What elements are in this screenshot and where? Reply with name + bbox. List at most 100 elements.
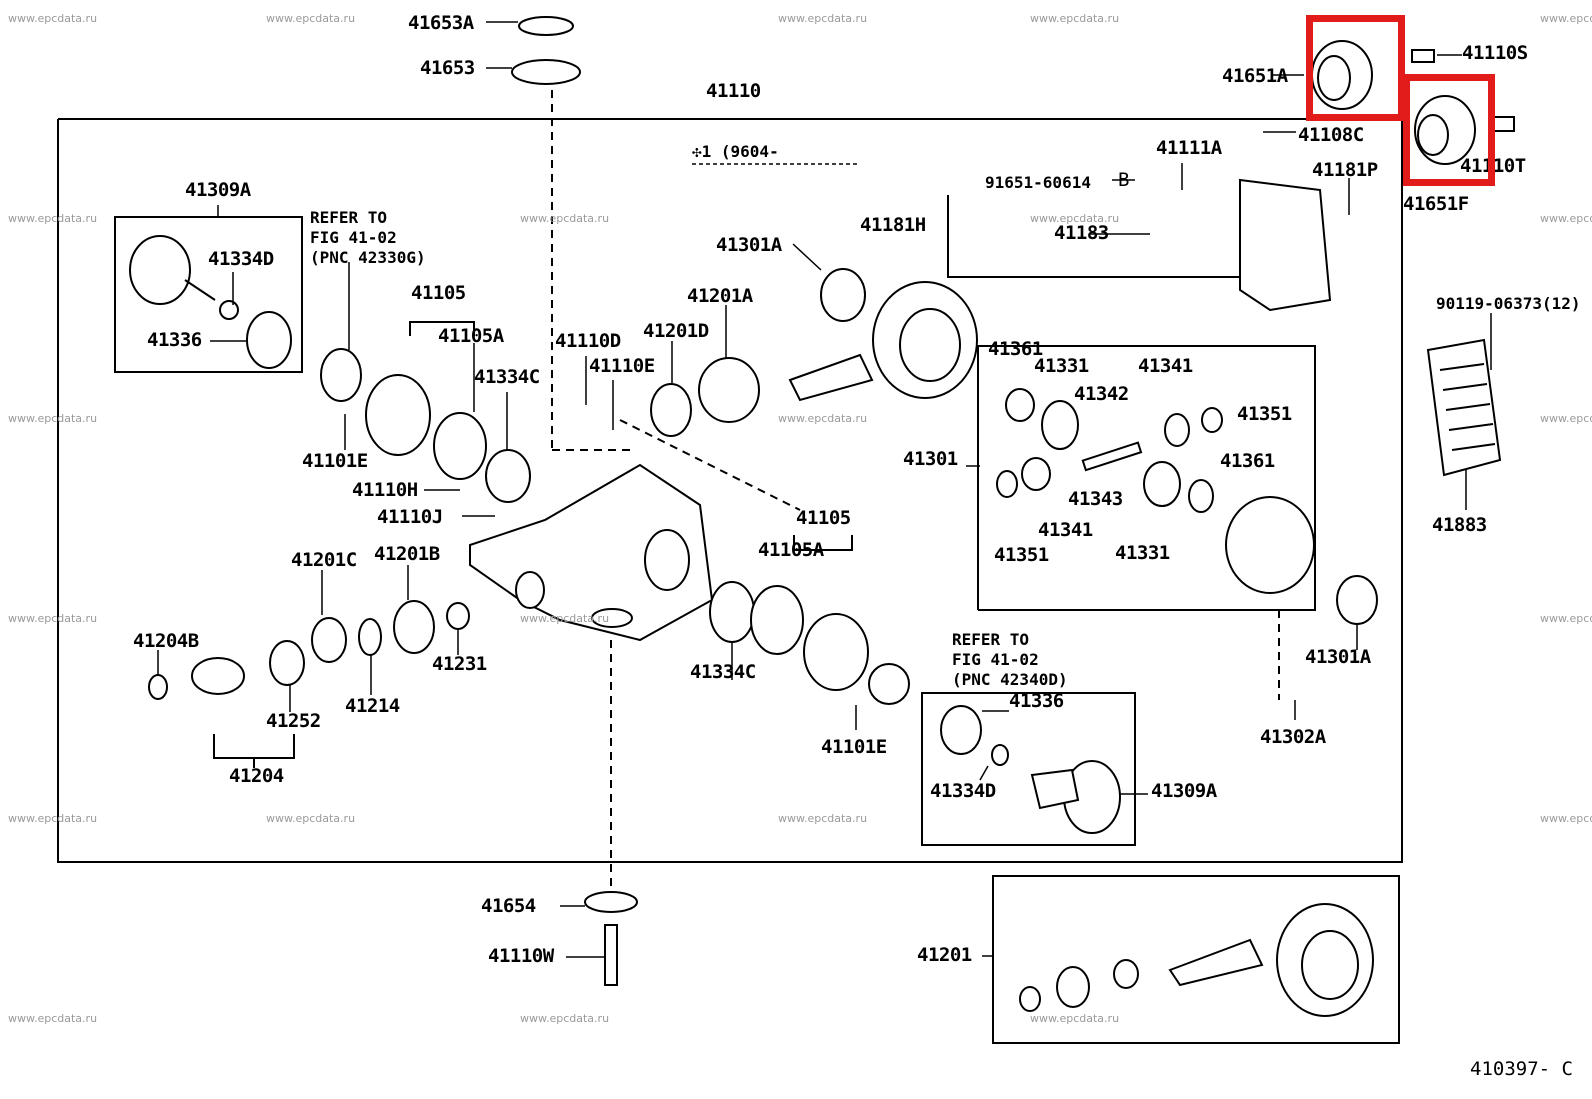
part-label[interactable]: 41105A: [438, 325, 504, 347]
watermark: www.epcdata.ru: [778, 812, 868, 825]
part-label[interactable]: 41110H: [352, 479, 418, 501]
effectivity-note: ✣1 (9604-: [692, 142, 779, 161]
refer-line: REFER TO: [952, 630, 1030, 649]
watermark: www.epcdata.ru: [1540, 812, 1592, 825]
watermark: www.epcdata.ru: [778, 412, 868, 425]
part-label[interactable]: 41301A: [1305, 646, 1371, 668]
callout-b: B: [1118, 169, 1129, 191]
part-label[interactable]: 41309A: [185, 179, 251, 201]
part-label[interactable]: 41331: [1034, 355, 1089, 377]
watermark: www.epcdata.ru: [1540, 12, 1592, 25]
watermark: www.epcdata.ru: [1030, 212, 1120, 225]
part-label[interactable]: 41111A: [1156, 137, 1222, 159]
part-label[interactable]: 41351: [994, 544, 1049, 566]
watermark: www.epcdata.ru: [8, 612, 98, 625]
part-label[interactable]: 41101E: [302, 450, 368, 472]
part-label[interactable]: 41252: [266, 710, 321, 732]
part-label[interactable]: 41654: [481, 895, 536, 917]
part-label[interactable]: 41181H: [860, 214, 926, 236]
part-label[interactable]: 41361: [1220, 450, 1275, 472]
part-label[interactable]: 41334D: [930, 780, 996, 802]
part-label[interactable]: 41101E: [821, 736, 887, 758]
refer-note-lower: REFER TO FIG 41-02 (PNC 42340D): [952, 630, 1068, 690]
part-label[interactable]: 41108C: [1298, 124, 1364, 146]
part-label[interactable]: 41301: [903, 448, 958, 470]
refer-line: (PNC 42340D): [952, 670, 1068, 689]
watermark: www.epcdata.ru: [8, 1012, 98, 1025]
part-label[interactable]: 41883: [1432, 514, 1487, 536]
watermark: www.epcdata.ru: [1540, 212, 1592, 225]
axle-shaft-box-bottom: [921, 692, 1136, 846]
watermark: www.epcdata.ru: [1540, 412, 1592, 425]
watermark: www.epcdata.ru: [520, 212, 610, 225]
refer-line: (PNC 42330G): [310, 248, 426, 267]
cover-bracket: [947, 195, 1250, 278]
part-label[interactable]: 41336: [1009, 690, 1064, 712]
part-label[interactable]: 41301A: [716, 234, 782, 256]
part-label[interactable]: 41204: [229, 765, 284, 787]
watermark: www.epcdata.ru: [8, 12, 98, 25]
part-label[interactable]: 41361: [988, 338, 1043, 360]
watermark: www.epcdata.ru: [1030, 12, 1120, 25]
part-label-91651[interactable]: 91651-60614: [985, 173, 1091, 192]
assembly-frame: [57, 118, 1403, 863]
watermark: www.epcdata.ru: [8, 212, 98, 225]
axle-shaft-box-top: [114, 216, 303, 373]
part-label[interactable]: 41110E: [589, 355, 655, 377]
ring-pinion-box: [992, 875, 1400, 1044]
part-label[interactable]: 41336: [147, 329, 202, 351]
part-label[interactable]: 41181P: [1312, 159, 1378, 181]
part-label[interactable]: 41302A: [1260, 726, 1326, 748]
part-label[interactable]: 41334C: [690, 661, 756, 683]
part-label[interactable]: 41110W: [488, 945, 554, 967]
part-label[interactable]: 41201D: [643, 320, 709, 342]
part-label[interactable]: 41183: [1054, 222, 1109, 244]
part-label[interactable]: 41110D: [555, 330, 621, 352]
part-label[interactable]: 41105A: [758, 539, 824, 561]
part-label[interactable]: 41105: [411, 282, 466, 304]
part-label[interactable]: 41231: [432, 653, 487, 675]
effectivity-underline: [692, 163, 860, 165]
part-label[interactable]: 41214: [345, 695, 400, 717]
watermark: www.epcdata.ru: [520, 612, 610, 625]
part-label[interactable]: 41334D: [208, 248, 274, 270]
part-label[interactable]: 41341: [1038, 519, 1093, 541]
watermark: www.epcdata.ru: [1540, 612, 1592, 625]
refer-line: REFER TO: [310, 208, 388, 227]
part-label[interactable]: 41342: [1074, 383, 1129, 405]
part-label[interactable]: 41334C: [474, 366, 540, 388]
part-label[interactable]: 41651F: [1403, 193, 1469, 215]
differential-box: [977, 345, 1316, 611]
refer-line: FIG 41-02: [310, 228, 397, 247]
part-label[interactable]: 41201C: [291, 549, 357, 571]
watermark: www.epcdata.ru: [1030, 1012, 1120, 1025]
part-label[interactable]: 41204B: [133, 630, 199, 652]
part-label[interactable]: 41651A: [1222, 65, 1288, 87]
part-label[interactable]: 41341: [1138, 355, 1193, 377]
watermark: www.epcdata.ru: [266, 12, 356, 25]
part-label[interactable]: 41110J: [377, 506, 443, 528]
part-label[interactable]: 41343: [1068, 488, 1123, 510]
watermark: www.epcdata.ru: [8, 812, 98, 825]
part-label[interactable]: 41201B: [374, 543, 440, 565]
part-label[interactable]: 41653A: [408, 12, 474, 34]
part-label[interactable]: 41201: [917, 944, 972, 966]
part-label[interactable]: 41309A: [1151, 780, 1217, 802]
part-label[interactable]: 41653: [420, 57, 475, 79]
highlight-41651F: [1403, 74, 1495, 186]
watermark: www.epcdata.ru: [778, 12, 868, 25]
refer-note-upper: REFER TO FIG 41-02 (PNC 42330G): [310, 208, 426, 268]
part-label[interactable]: 41110: [706, 80, 761, 102]
refer-line: FIG 41-02: [952, 650, 1039, 669]
part-label-90119[interactable]: 90119-06373(12): [1436, 294, 1581, 313]
part-label[interactable]: 41331: [1115, 542, 1170, 564]
part-label[interactable]: 41110S: [1462, 42, 1528, 64]
watermark: www.epcdata.ru: [520, 1012, 610, 1025]
part-label[interactable]: 41201A: [687, 285, 753, 307]
part-label[interactable]: 41351: [1237, 403, 1292, 425]
diagram-code: 410397- C: [1470, 1058, 1573, 1080]
watermark: www.epcdata.ru: [8, 412, 98, 425]
part-label[interactable]: 41105: [796, 507, 851, 529]
